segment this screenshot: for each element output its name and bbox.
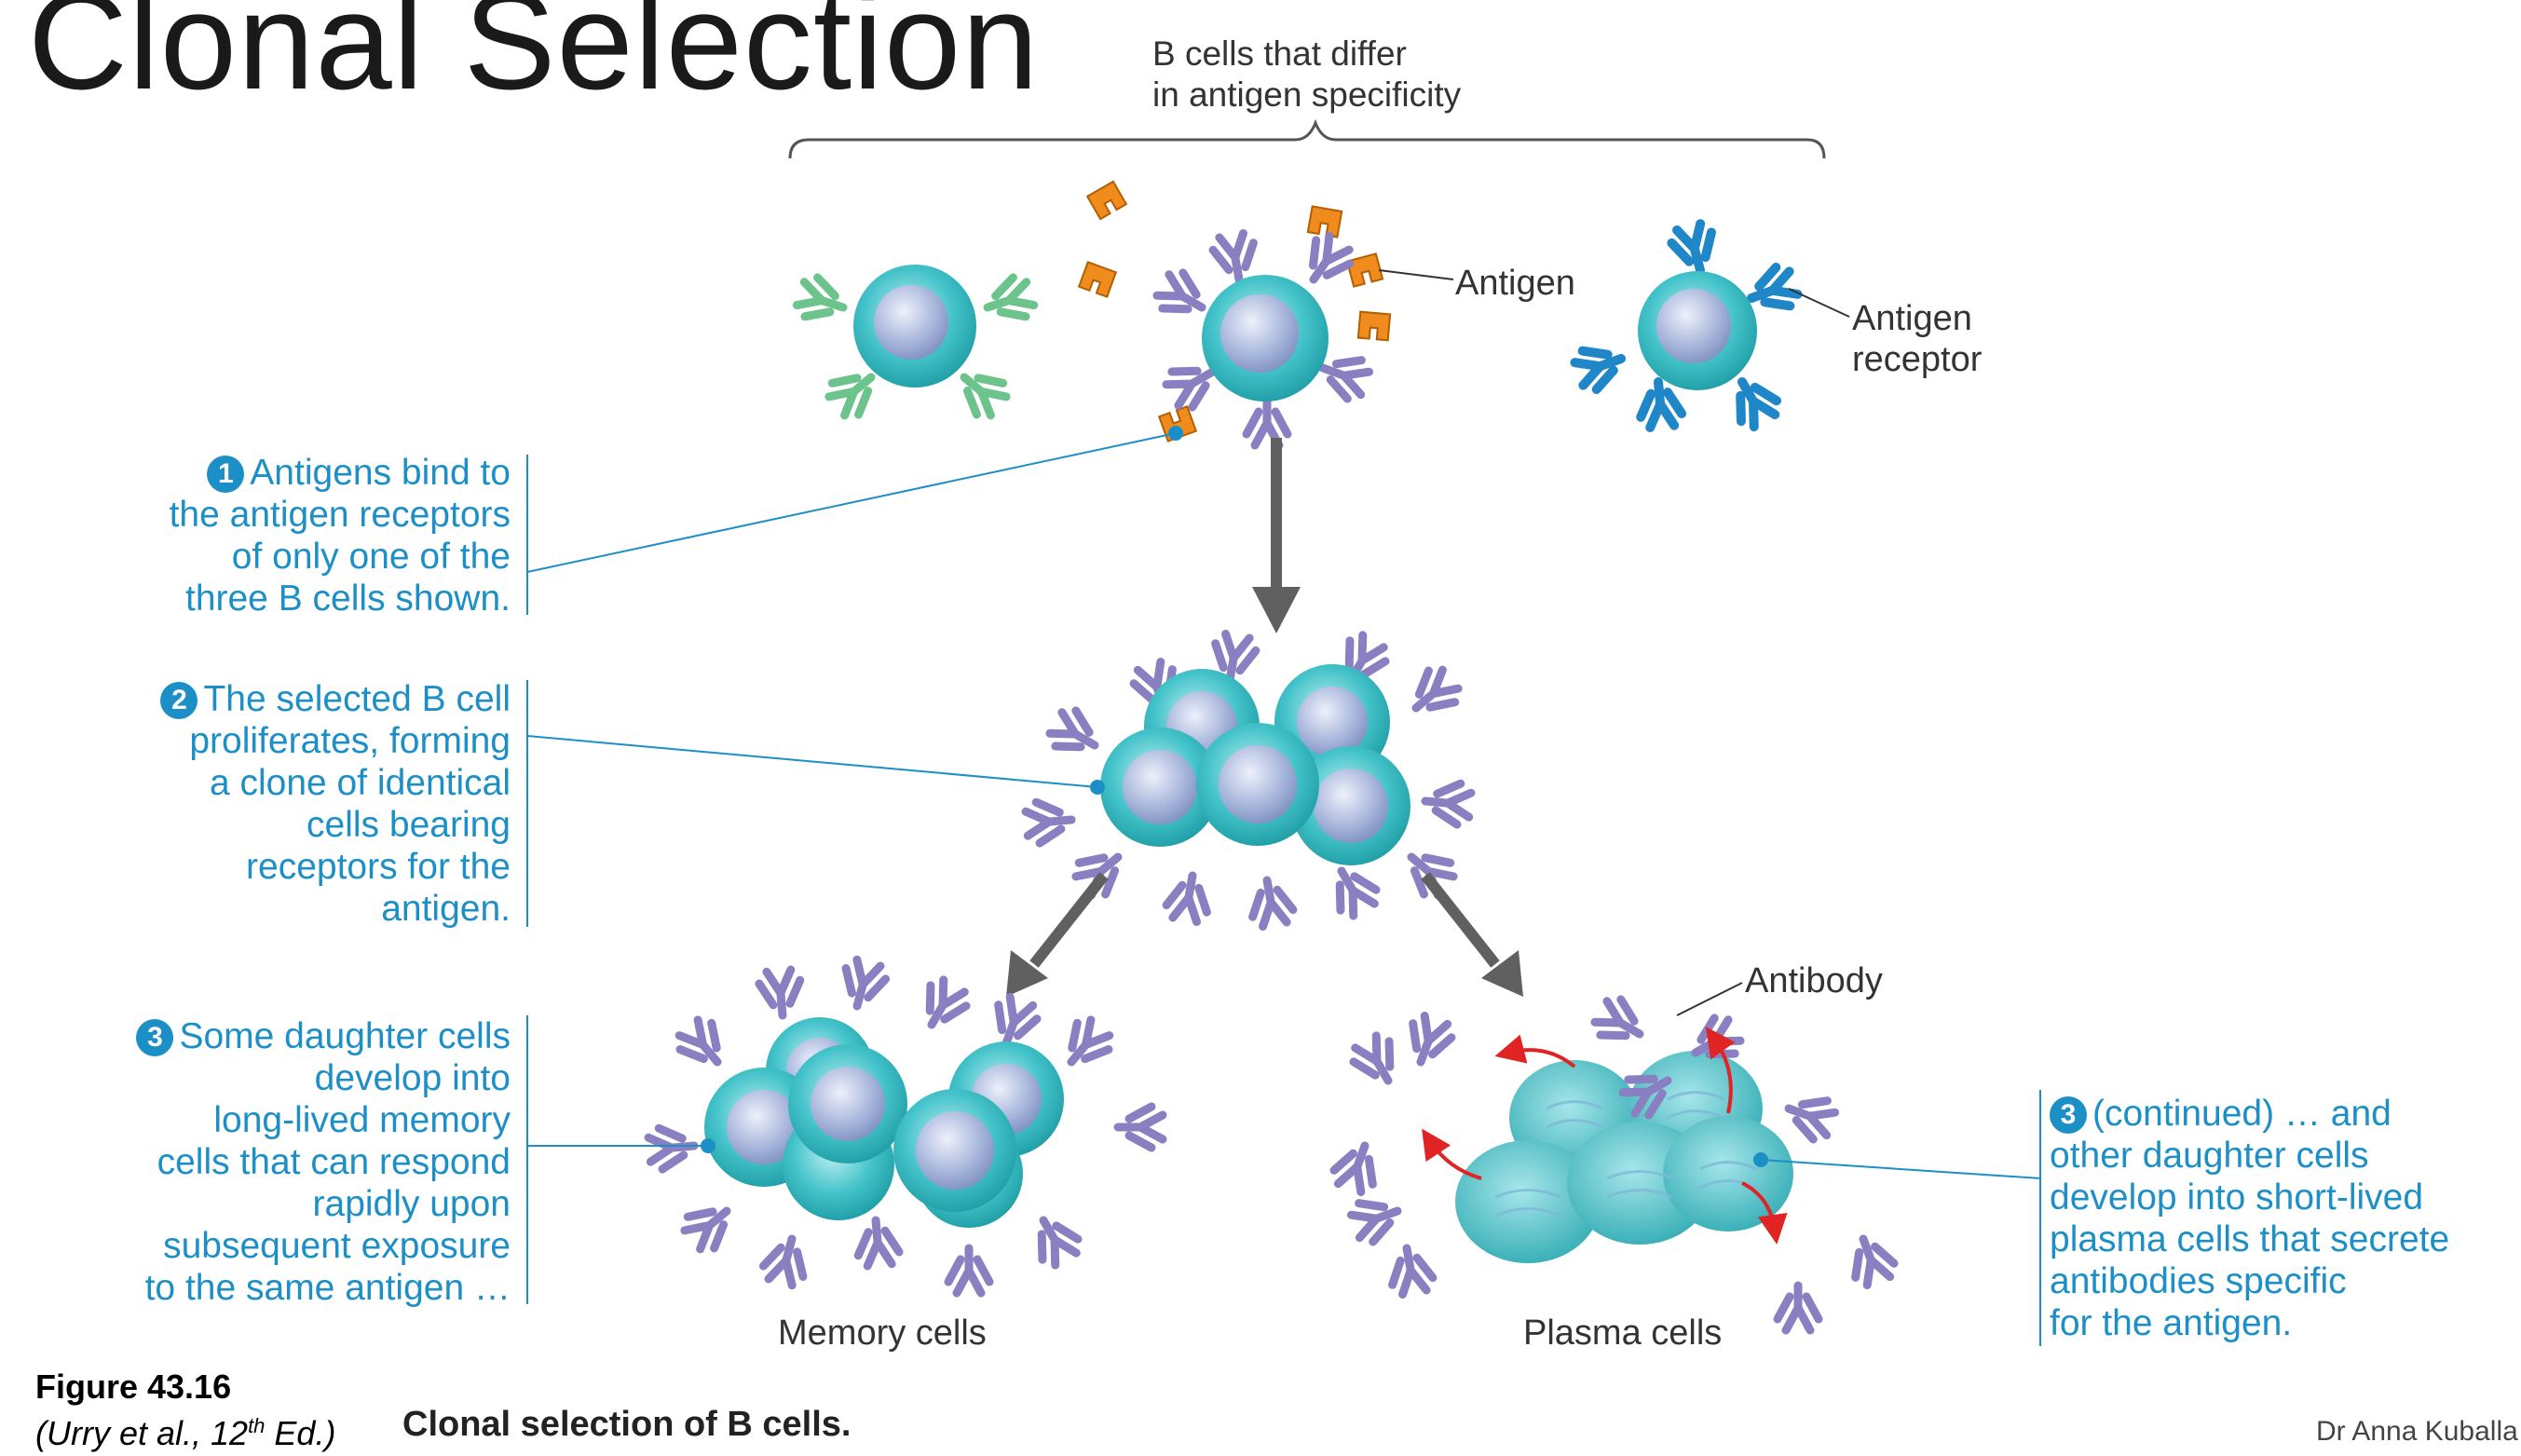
secretion-arrows bbox=[1422, 1026, 1788, 1245]
plasma-cells-label: Plasma cells bbox=[1523, 1313, 1723, 1353]
figure-caption: Clonal selection of B cells. bbox=[402, 1405, 852, 1444]
antigen-receptor-label: Antigen receptor bbox=[1852, 299, 1983, 379]
antibody-leader bbox=[1676, 982, 1743, 1016]
antigen-label: Antigen bbox=[1455, 264, 1575, 303]
step-leaders bbox=[526, 426, 2041, 1346]
antigen-leader bbox=[1378, 269, 1454, 280]
memory-cells-cluster bbox=[647, 958, 1163, 1293]
b-cell-blue bbox=[1572, 222, 1800, 431]
arrow-to-clone bbox=[1252, 438, 1301, 633]
step-3-number: 3 bbox=[136, 1019, 174, 1056]
page-title: Clonal Selection bbox=[28, 0, 1040, 118]
b-cell-selected bbox=[1152, 231, 1371, 445]
step-2-number: 2 bbox=[160, 682, 198, 719]
arrow-to-plasma bbox=[1421, 872, 1523, 997]
antibody-label: Antibody bbox=[1745, 961, 1883, 1000]
b-cell-clone-cluster bbox=[1025, 631, 1471, 928]
step-3b-number: 3 bbox=[2050, 1096, 2087, 1134]
antigen-receptor-leader bbox=[1788, 288, 1850, 318]
author-credit: Dr Anna Kuballa bbox=[2316, 1416, 2518, 1447]
top-caption: B cells that differ in antigen specifici… bbox=[1152, 34, 1462, 114]
step-3-continued-text: 3(continued) … and other daughter cells … bbox=[2050, 1094, 2450, 1343]
arrow-to-memory bbox=[1006, 872, 1109, 997]
brace bbox=[788, 118, 1826, 159]
b-cell-green bbox=[795, 265, 1037, 422]
plasma-cells-cluster bbox=[1455, 1051, 1793, 1263]
step-1-number: 1 bbox=[207, 456, 245, 493]
memory-cells-label: Memory cells bbox=[778, 1313, 987, 1353]
figure-number: Figure 43.16 bbox=[35, 1368, 232, 1406]
figure-reference: (Urry et al., 12th Ed.) bbox=[35, 1414, 336, 1452]
